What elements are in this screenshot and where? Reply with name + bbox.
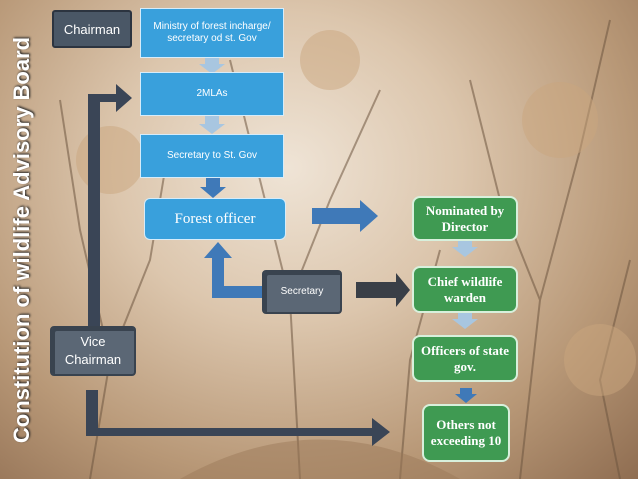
arrow-down-3 [200,178,226,198]
arrow-right-secretary [356,273,410,307]
ministry-label: Ministry of forest incharge/ secretary o… [153,20,271,45]
arrow-down-1 [199,56,225,74]
mlas-label: 2MLAs [196,87,228,99]
forest-officer-label: Forest officer [174,210,256,227]
forest-officer-box: Forest officer [144,198,286,240]
arrow-down-2 [199,116,225,134]
chairman-label: Chairman [63,21,121,37]
officers-label: Officers of state gov. [420,342,510,374]
secretary-label: Secretary [280,285,324,297]
ministry-box: Ministry of forest incharge/ secretary o… [140,8,284,58]
vice-chairman-label: Vice Chairman [64,334,122,367]
others-box: Others not exceeding 10 [422,404,510,462]
nominated-box: Nominated by Director [412,196,518,241]
officers-box: Officers of state gov. [412,335,518,382]
mlas-box: 2MLAs [140,72,284,116]
arrow-right-forest-officer [312,200,378,232]
chief-warden-label: Chief wildlife warden [427,273,503,305]
arrow-down-right-2 [452,313,478,329]
nominated-label: Nominated by Director [425,202,505,234]
arrow-vice-chairman-to-others [86,390,390,446]
arrow-vice-chairman-to-mlas [88,84,132,326]
arrow-down-right-3 [455,388,477,403]
arrow-secretary-to-forest-officer [204,242,262,298]
secretary-st-gov-label: Secretary to St. Gov [166,149,258,161]
vice-chairman-box: Vice Chairman [50,326,136,376]
chairman-box: Chairman [52,10,132,48]
others-label: Others not exceeding 10 [430,417,502,448]
secretary-st-gov-box: Secretary to St. Gov [140,134,284,178]
secretary-box: Secretary [262,270,342,314]
chief-warden-box: Chief wildlife warden [412,266,518,313]
arrow-down-right-1 [452,241,478,257]
